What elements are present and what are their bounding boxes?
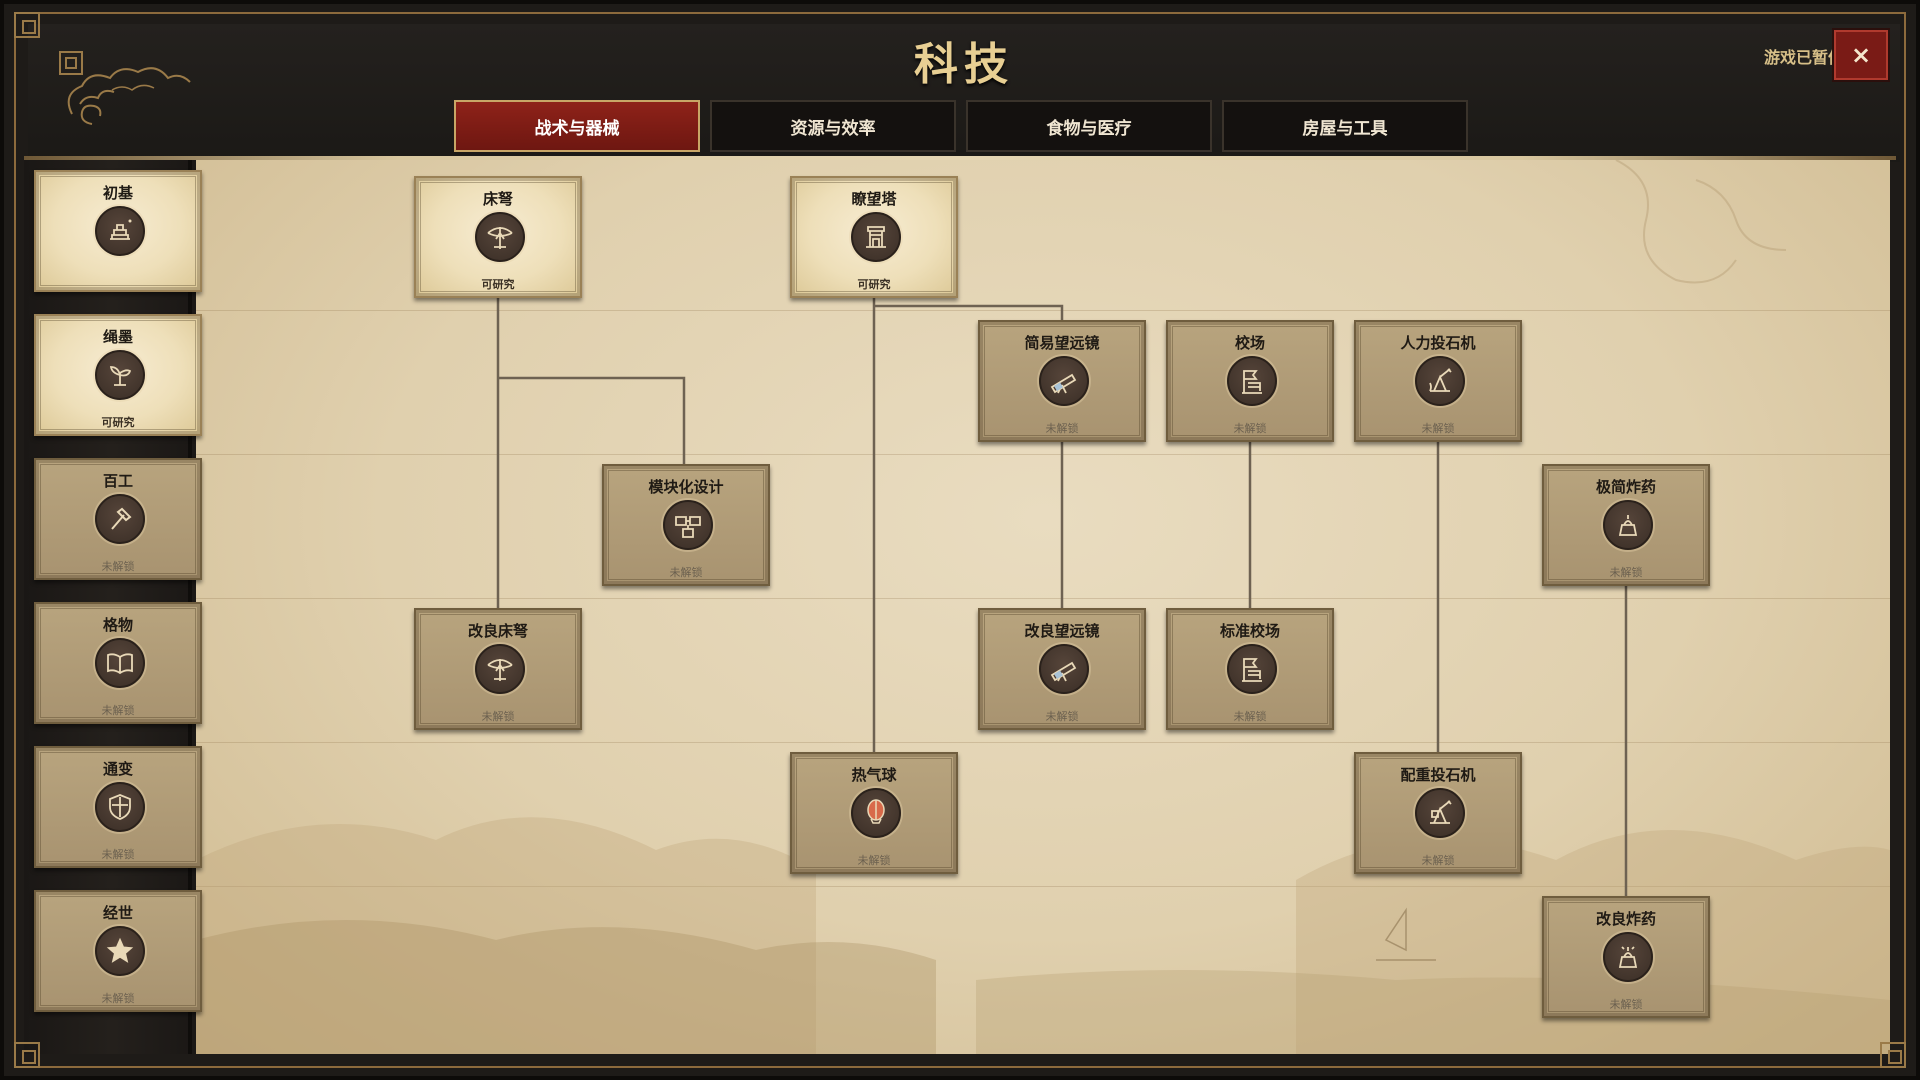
tier-card-shengmo[interactable]: 绳墨 可研究 (34, 314, 202, 436)
tech-label: 改良望远镜 (1024, 622, 1100, 640)
tech-label: 床弩 (482, 190, 513, 208)
tech-standard-training-ground[interactable]: 标准校场 未解锁 (1166, 608, 1334, 730)
tier-label: 百工 (102, 472, 133, 490)
close-button[interactable]: × (1832, 28, 1890, 82)
flag-icon (1227, 356, 1277, 406)
tier-status: 未解锁 (101, 704, 135, 717)
tier-status: 未解锁 (101, 560, 135, 573)
tech-label: 简易望远镜 (1024, 334, 1100, 352)
catapult-icon (1415, 356, 1465, 406)
star-icon (95, 926, 145, 976)
catapult-icon (1415, 788, 1465, 838)
tech-watchtower[interactable]: 瞭望塔 可研究 (790, 176, 958, 298)
crossbow-icon (475, 644, 525, 694)
tier-status: 可研究 (101, 416, 135, 429)
crossbow-icon (475, 212, 525, 262)
tech-modular-design[interactable]: 模块化设计 未解锁 (602, 464, 770, 586)
header-divider (24, 156, 1896, 160)
game-paused-label: 游戏已暂停 (1763, 48, 1844, 67)
tech-training-ground[interactable]: 校场 未解锁 (1166, 320, 1334, 442)
altar-icon (95, 206, 145, 256)
sprout-icon (95, 350, 145, 400)
tech-tree-board (196, 160, 1890, 1054)
corner-ornament-icon (14, 12, 40, 38)
tier-label: 绳墨 (102, 328, 133, 346)
tab-housing-and-tools[interactable]: 房屋与工具 (1222, 100, 1468, 152)
tier-card-baigong[interactable]: 百工 未解锁 (34, 458, 202, 580)
tech-label: 配重投石机 (1400, 766, 1476, 784)
tier-card-tongbian[interactable]: 通变 未解锁 (34, 746, 202, 868)
tech-label: 人力投石机 (1400, 334, 1476, 352)
book-icon (95, 638, 145, 688)
tier-status: 未解锁 (101, 848, 135, 861)
tech-minimal-explosive[interactable]: 极简炸药 未解锁 (1542, 464, 1710, 586)
landscape-background-icon (196, 160, 1890, 1054)
tech-label: 改良床弩 (467, 622, 528, 640)
corner-ornament-icon (14, 1042, 40, 1068)
tech-status: 未解锁 (1045, 422, 1079, 435)
tier-status: 未解锁 (101, 992, 135, 1005)
tech-status: 可研究 (481, 278, 515, 291)
tech-status: 未解锁 (1609, 566, 1643, 579)
tech-status: 未解锁 (1045, 710, 1079, 723)
shield-icon (95, 782, 145, 832)
tier-card-jingshi[interactable]: 经世 未解锁 (34, 890, 202, 1012)
header-bar: 科技 游戏已暂停 × (28, 24, 1900, 162)
balloon-icon (851, 788, 901, 838)
tech-status: 未解锁 (1609, 998, 1643, 1011)
row-divider (196, 454, 1890, 455)
tech-status: 未解锁 (1233, 422, 1267, 435)
tech-improved-explosive[interactable]: 改良炸药 未解锁 (1542, 896, 1710, 1018)
tier-card-chuji[interactable]: 初基 (34, 170, 202, 292)
tower-icon (851, 212, 901, 262)
page-title: 科技 (914, 39, 1014, 90)
tech-status: 未解锁 (481, 710, 515, 723)
tech-status: 未解锁 (1421, 854, 1455, 867)
tier-label: 经世 (102, 904, 133, 922)
tech-label: 极简炸药 (1595, 478, 1656, 496)
hammer-icon (95, 494, 145, 544)
tier-label: 通变 (102, 760, 133, 778)
tab-resources-and-efficiency[interactable]: 资源与效率 (710, 100, 956, 152)
tech-label: 模块化设计 (648, 478, 724, 496)
tech-status: 未解锁 (1421, 422, 1455, 435)
telescope-icon (1039, 644, 1089, 694)
tech-improved-ballista[interactable]: 改良床弩 未解锁 (414, 608, 582, 730)
tech-label: 改良炸药 (1595, 910, 1656, 928)
cloud-ornament-icon (59, 51, 191, 125)
tech-counterweight-catapult[interactable]: 配重投石机 未解锁 (1354, 752, 1522, 874)
flag-icon (1227, 644, 1277, 694)
corner-ornament-icon (1880, 1042, 1906, 1068)
tab-food-and-medicine[interactable]: 食物与医疗 (966, 100, 1212, 152)
tech-label: 热气球 (851, 766, 897, 784)
tech-manual-catapult[interactable]: 人力投石机 未解锁 (1354, 320, 1522, 442)
tier-card-gewu[interactable]: 格物 未解锁 (34, 602, 202, 724)
tech-label: 瞭望塔 (851, 190, 897, 208)
tech-status: 未解锁 (669, 566, 703, 579)
tab-tactics-and-machinery[interactable]: 战术与器械 (454, 100, 700, 152)
tier-label: 格物 (102, 616, 133, 634)
bomb-icon (1603, 500, 1653, 550)
tech-simple-telescope[interactable]: 简易望远镜 未解锁 (978, 320, 1146, 442)
modules-icon (663, 500, 713, 550)
bomb-icon (1603, 932, 1653, 982)
row-divider (196, 886, 1890, 887)
tech-hot-air-balloon[interactable]: 热气球 未解锁 (790, 752, 958, 874)
tech-ballista[interactable]: 床弩 可研究 (414, 176, 582, 298)
row-divider (196, 742, 1890, 743)
tech-label: 校场 (1234, 334, 1265, 352)
telescope-icon (1039, 356, 1089, 406)
tech-label: 标准校场 (1219, 622, 1280, 640)
tech-status: 可研究 (857, 278, 891, 291)
tier-label: 初基 (102, 184, 133, 202)
row-divider (196, 598, 1890, 599)
tech-status: 未解锁 (1233, 710, 1267, 723)
tech-improved-telescope[interactable]: 改良望远镜 未解锁 (978, 608, 1146, 730)
tech-status: 未解锁 (857, 854, 891, 867)
